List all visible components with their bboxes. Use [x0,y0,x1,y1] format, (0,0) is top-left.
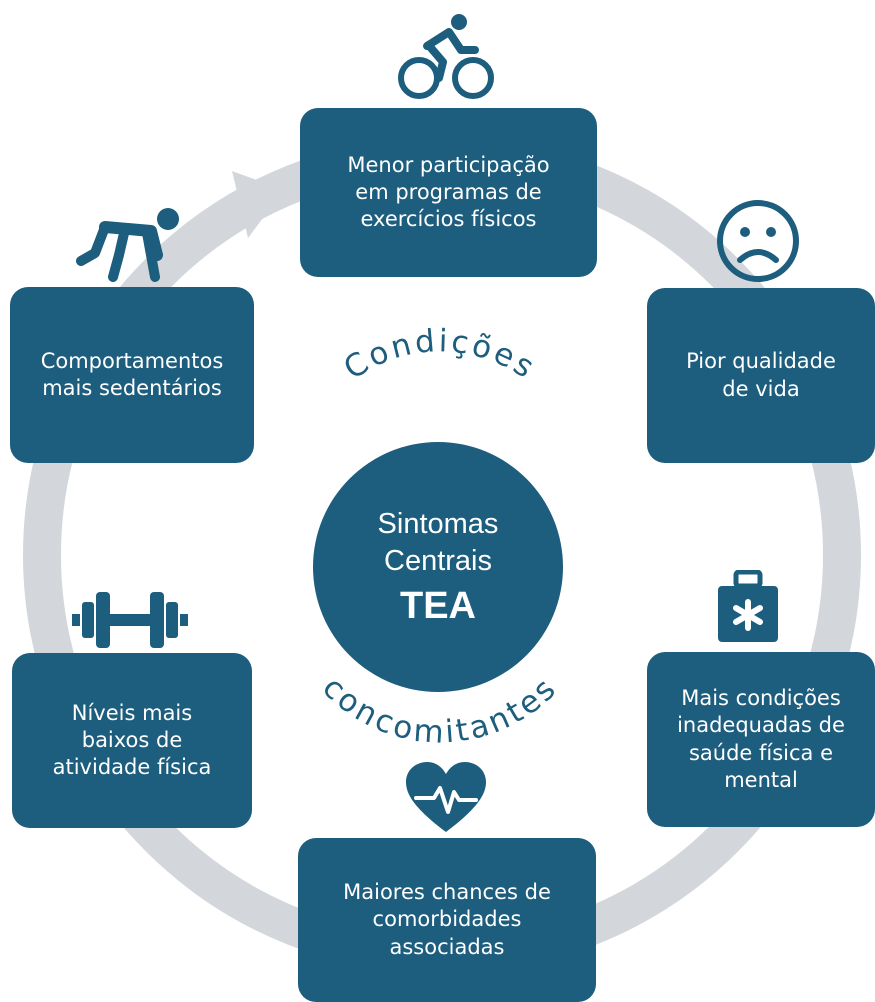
node-bottom-label: Maiores chances de comorbidades associad… [343,880,551,959]
center-line-1: Sintomas [377,508,499,541]
center-circle: Sintomas Centrais TEA [313,442,563,692]
node-right: Pior qualidade de vida [647,288,875,463]
heart-rate-icon [406,762,486,832]
node-left: Comportamentos mais sedentários [10,287,254,463]
sad-face-icon [717,200,799,282]
node-top: Menor participação em programas de exerc… [300,108,597,277]
node-bottom-right: Mais condições inadequadas de saúde físi… [647,652,875,827]
node-top-label: Menor participação em programas de exerc… [347,152,550,232]
runner-start-icon [76,208,179,282]
node-left-label: Comportamentos mais sedentários [40,348,224,400]
cycle-arrow-head [232,171,284,238]
dumbbell-icon [72,592,188,648]
svg-text:Condições: Condições [338,323,543,387]
node-bottom-right-label: Mais condições inadequadas de saúde físi… [677,685,845,792]
node-bottom-left-label: Níveis mais baixos de atividade física [52,700,212,780]
node-bottom: Maiores chances de comorbidades associad… [298,838,596,1002]
medical-kit-icon [718,570,778,642]
node-right-label: Pior qualidade de vida [686,349,836,401]
node-bottom-left: Níveis mais baixos de atividade física [12,653,252,828]
center-line-3: TEA [400,584,476,627]
arc-top-label: Condições [338,323,540,387]
center-line-2: Centrais [384,544,492,577]
cyclist-icon [398,14,494,99]
